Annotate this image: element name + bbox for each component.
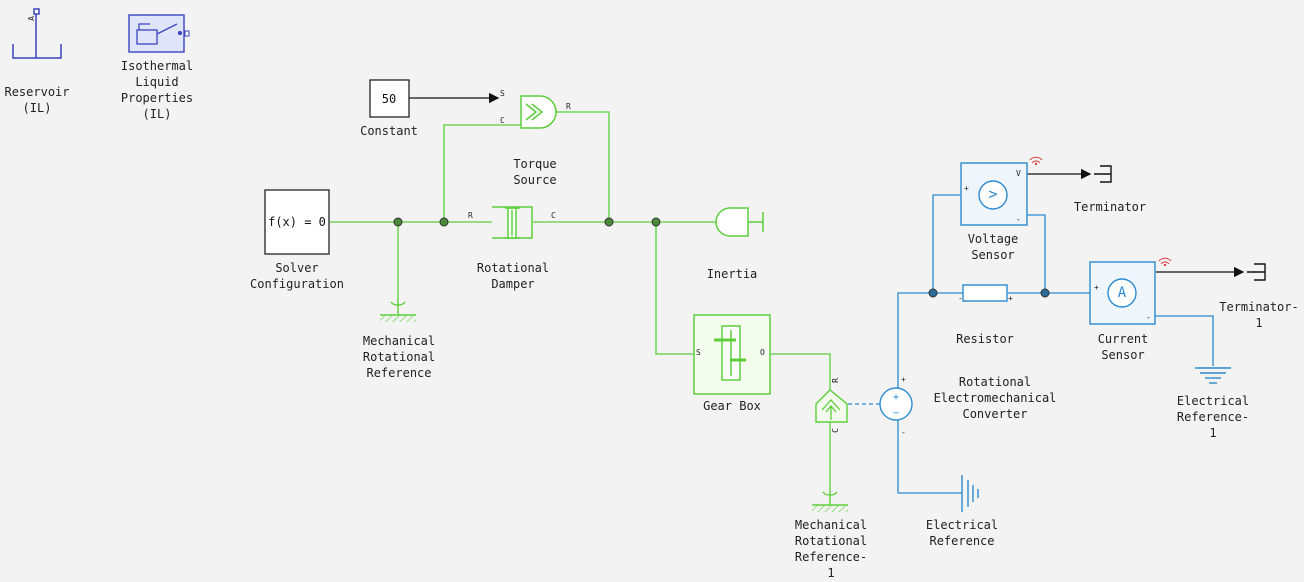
gear-box-port-o: O xyxy=(760,348,765,357)
electrical-reference-block[interactable] xyxy=(961,475,979,512)
junction-dot xyxy=(604,217,614,227)
wire-torque-r[interactable] xyxy=(555,111,610,222)
terminator-1-block[interactable] xyxy=(1247,263,1266,281)
converter-port-c: C xyxy=(830,428,840,433)
resistor-block[interactable] xyxy=(962,284,1008,302)
wire-torque-c[interactable] xyxy=(443,124,521,222)
ammeter-icon xyxy=(1107,278,1137,308)
damper-port-r: R xyxy=(468,211,473,220)
electrical-source-icon xyxy=(879,387,913,421)
wire-current-minus[interactable] xyxy=(1155,315,1214,366)
voltage-sensor-plus: + xyxy=(964,184,969,193)
constant-label: Constant xyxy=(360,124,418,138)
svg-text:−: − xyxy=(893,408,899,419)
gear-box-port-s: S xyxy=(696,348,701,357)
gear-icon xyxy=(714,325,746,381)
converter-plus: + xyxy=(901,375,906,384)
junction-dot xyxy=(439,217,449,227)
converter-port-r: R xyxy=(830,378,840,383)
terminator-1-label: Terminator- 1 xyxy=(1219,300,1299,330)
voltmeter-icon xyxy=(978,180,1008,210)
wire-conv-plus[interactable] xyxy=(897,292,963,388)
junction-dot xyxy=(1040,288,1050,298)
resistor-label: Resistor xyxy=(956,332,1014,346)
current-sensor-label: Current Sensor xyxy=(1097,332,1149,362)
voltage-sensor-symbol: > xyxy=(988,185,998,203)
junction-dot xyxy=(928,288,938,298)
reservoir-port[interactable] xyxy=(33,8,40,15)
voltage-sensor-minus: - xyxy=(1016,215,1021,224)
current-sensor-block[interactable] xyxy=(1089,257,1172,325)
torque-source-port-r: R xyxy=(566,102,571,111)
isothermal-liquid-properties-block[interactable] xyxy=(128,14,190,53)
junctions xyxy=(393,217,1050,298)
resistor-plus: + xyxy=(1008,294,1013,303)
svg-text:+: + xyxy=(893,392,899,403)
solver-equation: f(x) = 0 xyxy=(268,215,326,229)
voltage-sensor-port-v: V xyxy=(1016,169,1021,178)
isothermal-label: Isothermal Liquid Properties (IL) xyxy=(120,59,194,121)
constant-block[interactable]: 50 xyxy=(369,79,410,118)
inertia-block[interactable] xyxy=(715,207,764,237)
current-sensor-symbol: A xyxy=(1117,285,1127,301)
wire-vsensor-plus[interactable] xyxy=(932,194,962,293)
inertia-label: Inertia xyxy=(706,267,758,281)
gear-box-label: Gear Box xyxy=(703,399,761,413)
mechanical-rotational-reference-1-block[interactable] xyxy=(812,488,848,512)
torque-source-label: Torque Source xyxy=(513,157,557,187)
damper-port-c: C xyxy=(551,211,556,220)
constant-value: 50 xyxy=(382,92,396,106)
wire-gear-to-converter[interactable] xyxy=(770,353,831,390)
electrical-reference-1-block[interactable] xyxy=(1195,367,1231,384)
gear-box-block[interactable] xyxy=(693,314,771,395)
mechanical-rotational-reference-block[interactable] xyxy=(380,298,416,322)
resistor-minus: - xyxy=(958,294,963,303)
reservoir-block[interactable] xyxy=(12,8,62,59)
reservoir-port-label: A xyxy=(26,16,36,21)
wireless-icon xyxy=(1029,156,1043,164)
up-arrow-icon xyxy=(821,399,841,420)
converter-minus: - xyxy=(901,428,906,437)
oil-can-icon xyxy=(136,23,183,45)
wireless-icon xyxy=(1158,257,1172,265)
torque-source-port-c: C xyxy=(500,116,505,125)
elec-ref-label: Electrical Reference xyxy=(925,518,999,548)
mech-ref-label: Mechanical Rotational Reference xyxy=(362,334,436,380)
torque-arrow-icon xyxy=(525,103,544,121)
wire-inertia-to-gear[interactable] xyxy=(655,222,694,355)
signal-connections xyxy=(409,92,1245,278)
solver-label: Solver Configuration xyxy=(250,261,344,291)
junction-dot xyxy=(651,217,661,227)
rotational-damper-block[interactable] xyxy=(492,206,533,239)
mech-ref-1-label: Mechanical Rotational Reference- 1 xyxy=(794,518,868,580)
electromechanical-converter-block[interactable]: + − xyxy=(815,387,913,423)
reservoir-label: Reservoir (IL) xyxy=(4,85,70,115)
current-sensor-minus: - xyxy=(1146,313,1151,322)
elec-ref-1-label: Electrical Reference- 1 xyxy=(1176,394,1250,440)
damper-label: Rotational Damper xyxy=(476,261,550,291)
terminator-block[interactable] xyxy=(1094,165,1112,183)
converter-label: Rotational Electromechanical Converter xyxy=(933,375,1057,421)
torque-source-block[interactable] xyxy=(520,95,557,129)
torque-source-port-s: S xyxy=(500,89,505,98)
voltage-sensor-label: Voltage Sensor xyxy=(967,232,1019,262)
current-sensor-plus: + xyxy=(1094,283,1099,292)
solver-configuration-block[interactable]: f(x) = 0 xyxy=(264,189,330,255)
wire-conv-minus[interactable] xyxy=(897,420,962,494)
junction-dot xyxy=(393,217,403,227)
terminator-label: Terminator xyxy=(1073,200,1147,214)
reservoir-icon xyxy=(12,44,62,59)
mechanical-connections xyxy=(330,111,831,488)
voltage-sensor-block[interactable] xyxy=(960,156,1043,226)
